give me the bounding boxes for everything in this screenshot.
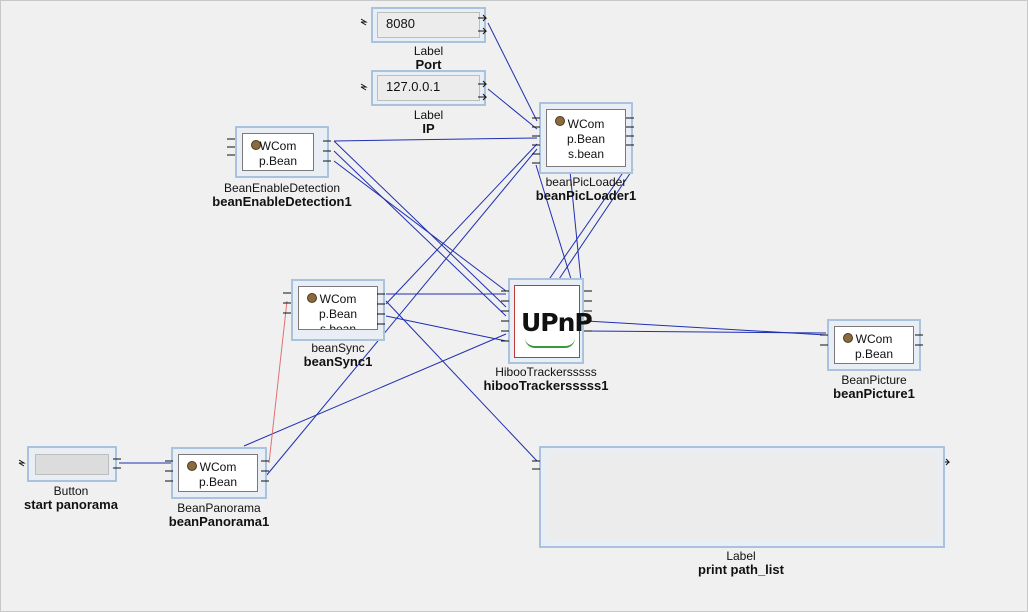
bean-enable-detection-node[interactable]: WCom p.Bean bbox=[235, 126, 329, 178]
port-caption: Label Port bbox=[371, 44, 486, 72]
bean-pic-loader-caption: beanPicLoader beanPicLoader1 bbox=[521, 175, 651, 203]
node-type: HibooTrackersssss bbox=[495, 365, 597, 379]
bean-pic-loader-box: WCom p.Bean s.bean bbox=[546, 109, 626, 167]
node-name: beanPicLoader1 bbox=[535, 188, 637, 203]
button-node[interactable] bbox=[27, 446, 117, 482]
button-caption: Button start panorama bbox=[11, 484, 131, 512]
wire bbox=[333, 160, 507, 292]
bean-panorama-node[interactable]: WCom p.Bean bbox=[171, 447, 267, 499]
bean-pic-loader-node[interactable]: WCom p.Bean s.bean bbox=[539, 102, 633, 174]
bean-sync-box: WCom p.Bean s.bean bbox=[298, 286, 378, 330]
bean-icon bbox=[555, 116, 565, 126]
node-type: BeanEnableDetection bbox=[223, 181, 341, 195]
node-type: beanSync bbox=[311, 341, 365, 355]
wire bbox=[585, 330, 827, 334]
bean-sync-caption: beanSync beanSync1 bbox=[283, 341, 393, 369]
bean-picture-caption: BeanPicture beanPicture1 bbox=[814, 373, 934, 401]
node-name: beanPicture1 bbox=[833, 386, 915, 401]
wire bbox=[585, 320, 827, 336]
line-1: WCom bbox=[855, 332, 893, 346]
wire bbox=[487, 22, 538, 122]
start-panorama-button[interactable] bbox=[35, 454, 109, 475]
bean-enable-detection-box: WCom p.Bean bbox=[242, 133, 314, 171]
upnp-swoosh-icon bbox=[525, 338, 575, 348]
bean-panorama-caption: BeanPanorama beanPanorama1 bbox=[159, 501, 279, 529]
wire bbox=[487, 88, 538, 130]
wire bbox=[385, 315, 507, 342]
bean-sync-node[interactable]: WCom p.Bean s.bean bbox=[291, 279, 385, 341]
node-type: Button bbox=[53, 484, 89, 498]
bean-picture-node[interactable]: WCom p.Bean bbox=[827, 319, 921, 371]
line-3: s.bean bbox=[319, 322, 357, 330]
bean-icon bbox=[843, 333, 853, 343]
node-name: beanSync1 bbox=[303, 354, 373, 369]
line-1: WCom bbox=[199, 460, 237, 474]
ip-caption: Label IP bbox=[371, 108, 486, 136]
bean-panorama-box: WCom p.Bean bbox=[178, 454, 258, 492]
node-name: hibooTrackersssss1 bbox=[483, 378, 609, 393]
bean-enable-detection-caption: BeanEnableDetection beanEnableDetection1 bbox=[207, 181, 357, 209]
ip-value: 127.0.0.1 bbox=[386, 79, 441, 94]
hiboo-trackers-caption: HibooTrackersssss hibooTrackersssss1 bbox=[471, 365, 621, 393]
port-label-node[interactable]: 8080 bbox=[371, 7, 486, 43]
ip-name: IP bbox=[422, 121, 435, 136]
bean-icon bbox=[187, 461, 197, 471]
port-value: 8080 bbox=[386, 16, 415, 31]
print-path-list-area[interactable] bbox=[547, 454, 937, 540]
line-2: p.Bean bbox=[566, 132, 606, 146]
line-2: p.Bean bbox=[258, 154, 298, 168]
node-type: BeanPicture bbox=[841, 373, 907, 387]
line-2: p.Bean bbox=[318, 307, 358, 321]
line-1: WCom bbox=[319, 292, 357, 306]
bean-icon bbox=[251, 140, 261, 150]
upnp-logo: UPnP bbox=[521, 308, 593, 337]
port-type: Label bbox=[413, 44, 444, 58]
bean-picture-box: WCom p.Bean bbox=[834, 326, 914, 364]
node-name: beanPanorama1 bbox=[168, 514, 270, 529]
ip-type: Label bbox=[413, 108, 444, 122]
upnp-box: UPnP bbox=[514, 285, 593, 358]
line-2: p.Bean bbox=[198, 475, 238, 489]
print-label-caption: Label print path_list bbox=[641, 549, 841, 577]
hiboo-trackers-node[interactable]: UPnP bbox=[508, 278, 593, 364]
node-name: print path_list bbox=[698, 562, 784, 577]
highlight-wire bbox=[268, 300, 288, 464]
line-1: WCom bbox=[567, 117, 605, 131]
line-2: p.Bean bbox=[854, 347, 894, 361]
line-3: s.bean bbox=[567, 147, 605, 161]
line-1: WCom bbox=[259, 139, 297, 153]
wire bbox=[333, 137, 538, 142]
print-label-node[interactable] bbox=[539, 446, 945, 548]
node-type: Label bbox=[726, 549, 756, 563]
node-type: BeanPanorama bbox=[177, 501, 261, 515]
node-name: start panorama bbox=[24, 497, 118, 512]
port-name: Port bbox=[415, 57, 442, 72]
node-name: beanEnableDetection1 bbox=[212, 194, 352, 209]
bean-icon bbox=[307, 293, 317, 303]
port-field[interactable]: 8080 bbox=[377, 12, 480, 38]
ip-label-node[interactable]: 127.0.0.1 bbox=[371, 70, 486, 106]
node-type: beanPicLoader bbox=[545, 175, 627, 189]
ip-field[interactable]: 127.0.0.1 bbox=[377, 75, 480, 101]
